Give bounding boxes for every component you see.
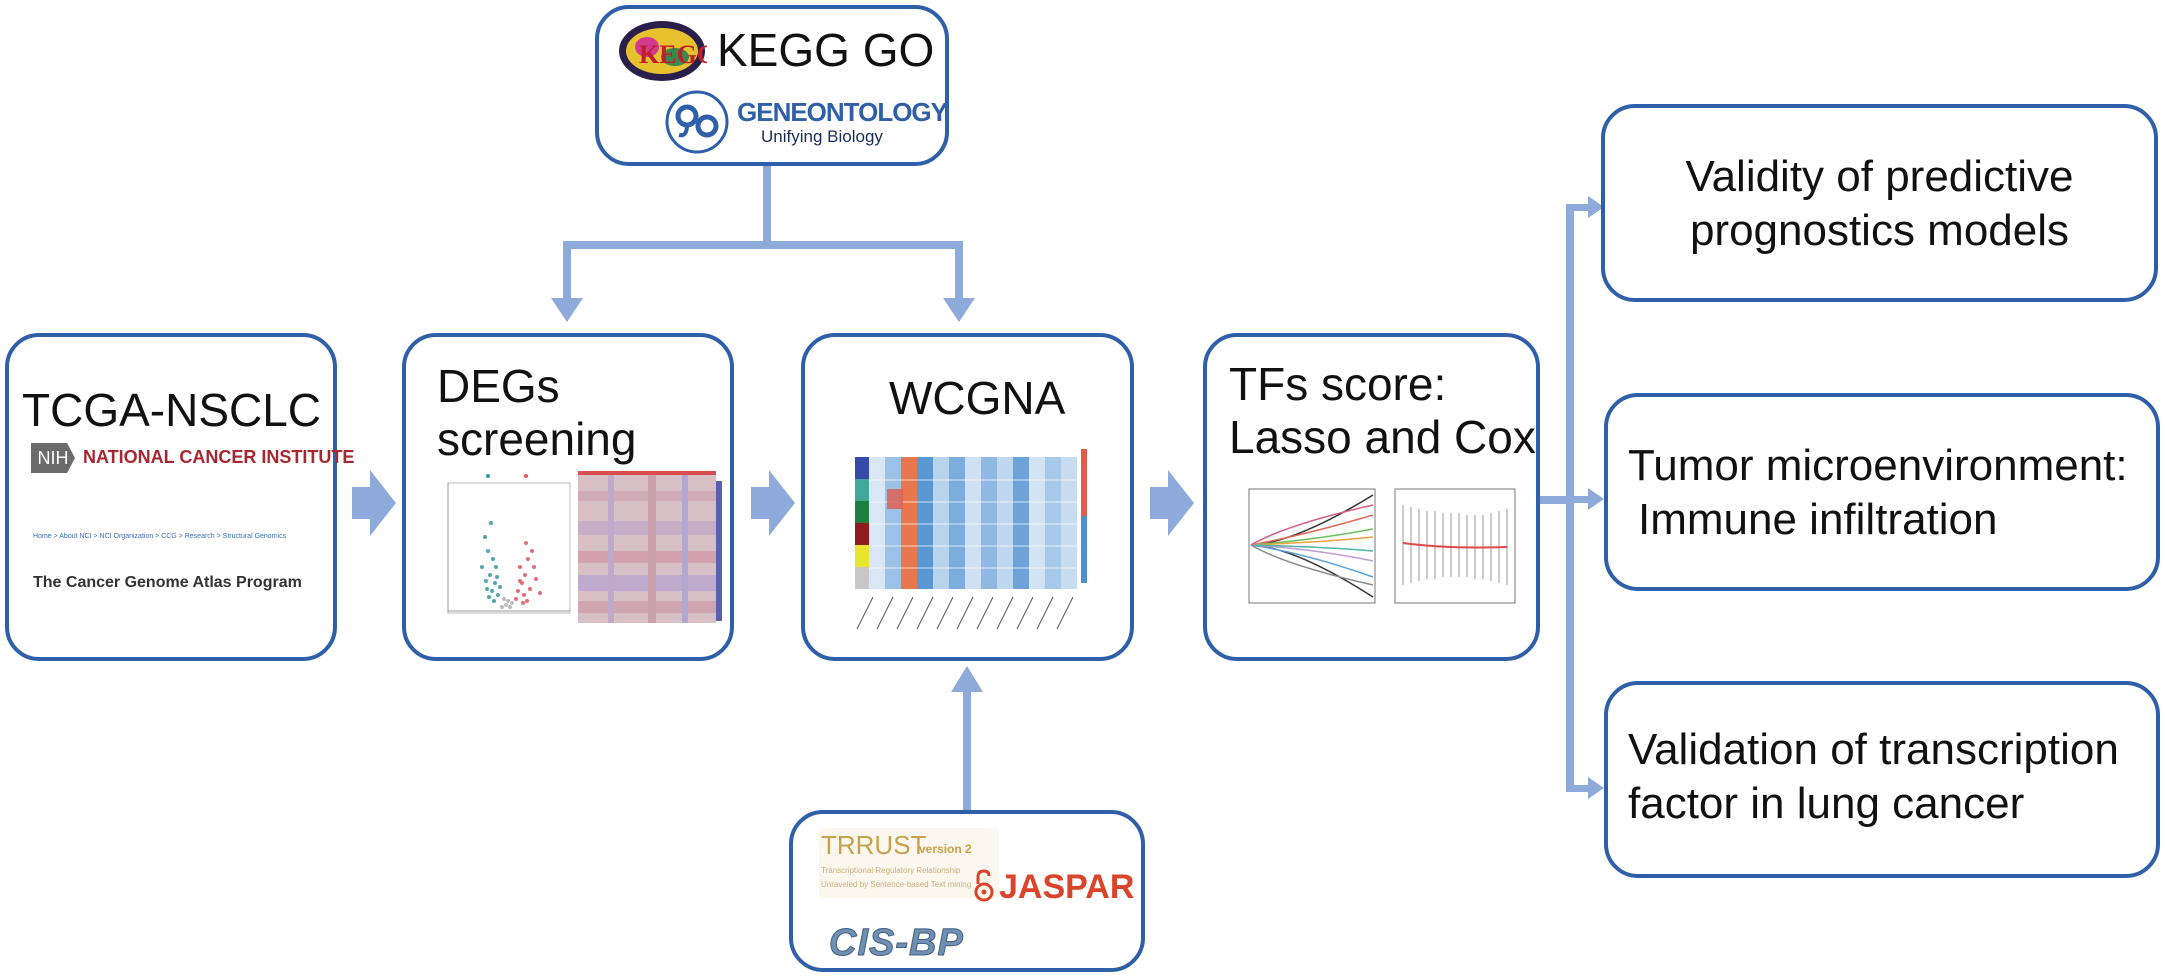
tfs-title-line2: Lasso and Cox	[1229, 411, 1536, 463]
geneontology-tagline: Unifying Biology	[761, 127, 883, 146]
output1-line2: prognostics models	[1689, 206, 2070, 255]
tfs-to-outputs-stub	[1540, 496, 1572, 504]
trrust-name: TRRUST	[821, 830, 927, 860]
national-cancer-institute-label: NATIONAL CANCER INSTITUTE	[83, 447, 355, 467]
output3-branch	[1566, 785, 1592, 792]
output2-line2: Immune infiltration	[1638, 495, 1998, 544]
cross-validation-thumbnail	[1394, 488, 1516, 604]
kegg-to-wcgna-arrowhead	[943, 298, 975, 322]
kegg-go-stem	[763, 166, 771, 248]
degs-to-wcgna-arrow	[751, 470, 795, 536]
nci-breadcrumb: Home > About NCI > NCI Organization > CC…	[33, 533, 287, 540]
geneontology-name: GENEONTOLOGY	[737, 97, 948, 127]
kegg-to-degs-arrowhead	[551, 298, 583, 322]
degs-title-line1: DEGs	[437, 360, 560, 412]
cancer-genome-atlas-program-label: The Cancer Genome Atlas Program	[33, 574, 302, 591]
lasso-coefficient-thumbnail	[1248, 488, 1376, 604]
output-box-tumor-microenvironment: Tumor microenvironment: Immune infiltrat…	[1604, 393, 2160, 591]
databases-to-wcgna-arrowhead	[951, 666, 983, 692]
databases-to-wcgna-line	[963, 686, 971, 810]
kegg-go-branch	[563, 241, 963, 249]
tcga-title: TCGA-NSCLC	[22, 384, 322, 436]
degs-screening-box: DEGs screening	[402, 333, 734, 661]
heatmap-thumbnail	[578, 471, 722, 623]
trrust-subtitle-2: Unraveled by Sentence-based Text mining	[821, 880, 972, 889]
kegg-to-wcgna-line	[955, 241, 963, 303]
output1-branch	[1566, 204, 1592, 211]
geneontology-logo-icon	[665, 90, 729, 154]
output-box-transcription-validation: Validation of transcription factor in lu…	[1604, 681, 2160, 878]
module-trait-heatmap-thumbnail	[855, 449, 1087, 630]
kegg-logo: KEGG	[619, 21, 707, 81]
cisbp-name: CIS-BP	[829, 922, 964, 965]
wcgna-box: WCGNA	[801, 333, 1134, 661]
output3-line1: Validation of transcription	[1628, 725, 2119, 774]
tfs-score-box: TFs score: Lasso and Cox	[1203, 333, 1540, 661]
degs-title-line2: screening	[437, 413, 637, 465]
trrust-subtitle-1: Transcriptional Regulatory Relationship	[821, 866, 961, 875]
nih-badge-text: NIH	[37, 448, 69, 468]
jaspar-name: JASPAR	[999, 868, 1135, 906]
wcgna-title: WCGNA	[889, 372, 1066, 424]
nih-badge: NIH	[31, 443, 75, 473]
output3-arrowhead	[1588, 777, 1604, 799]
trrust-version: version 2	[919, 842, 972, 856]
output2-branch	[1566, 496, 1592, 503]
output-box-prognostic-models: Validity of predictive prognostics model…	[1601, 104, 2158, 302]
output1-arrowhead	[1588, 196, 1604, 218]
kegg-go-box: KEGG KEGG GO GENEONTOLOGY Unifying Biolo…	[595, 5, 949, 166]
tcga-to-degs-arrow	[352, 470, 396, 536]
kegg-go-title: KEGG GO	[717, 24, 935, 76]
tcga-nsclc-box: TCGA-NSCLC NIH NATIONAL CANCER INSTITUTE…	[5, 333, 354, 661]
open-access-icon	[974, 869, 994, 902]
tf-databases-box: TRRUST version 2 Transcriptional Regulat…	[789, 810, 1145, 972]
trrust-logo: TRRUST version 2 Transcriptional Regulat…	[819, 828, 999, 898]
output2-arrowhead	[1588, 488, 1604, 510]
volcano-plot-thumbnail	[447, 474, 571, 614]
kegg-to-degs-line	[563, 241, 571, 303]
output1-line1: Validity of predictive	[1685, 152, 2074, 201]
output3-line2: factor in lung cancer	[1628, 779, 2025, 828]
wcgna-to-tfs-arrow	[1150, 470, 1194, 536]
tfs-title-line1: TFs score:	[1229, 358, 1447, 410]
kegg-logo-text: KEGG	[639, 40, 707, 69]
output2-line1: Tumor microenvironment:	[1628, 441, 2128, 490]
